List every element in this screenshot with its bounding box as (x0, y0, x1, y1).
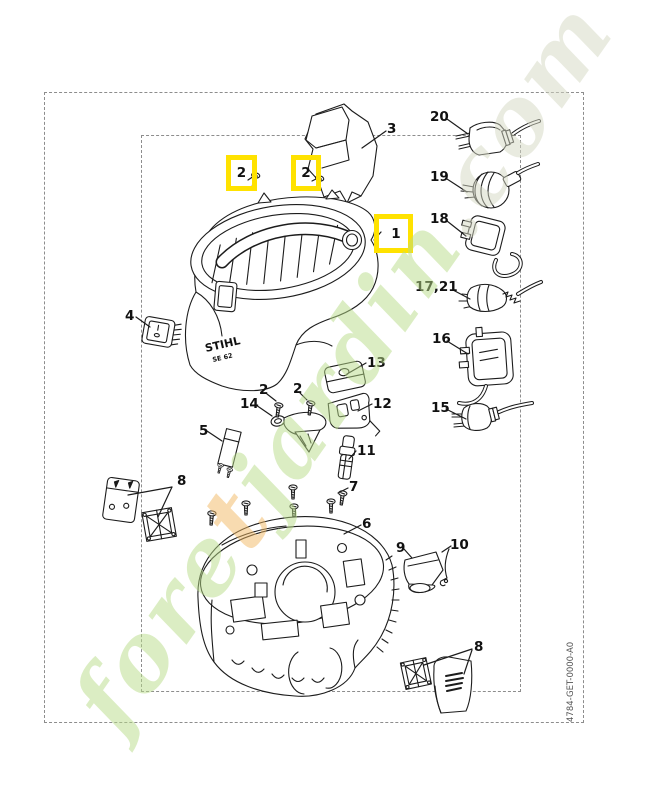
part-drawing-20-plug (455, 119, 541, 156)
part-drawing-5-strip (215, 428, 242, 479)
callout-14: 14 (240, 396, 259, 412)
part-drawing-12-bracket (327, 392, 381, 437)
callout-8-left: 8 (177, 473, 187, 489)
callout-2-screw-a: 2 (259, 382, 269, 398)
callout-18: 18 (430, 211, 449, 227)
callout-12: 12 (373, 396, 392, 412)
part-drawing-11-spindle (337, 435, 356, 480)
callout-2-screw-b: 2 (293, 381, 303, 397)
part-drawing-4-switch (141, 316, 182, 348)
part-drawing-14-lever (270, 411, 327, 453)
callout-8-right: 8 (474, 639, 484, 655)
part-drawing-17-21-plug (458, 280, 543, 313)
highlight-label: 2 (236, 165, 247, 181)
highlight-label: 1 (391, 225, 401, 242)
callout-13: 13 (367, 355, 386, 371)
highlight-label: 2 (301, 165, 311, 181)
outer-dashed-frame (44, 92, 584, 723)
part-drawing-18-plug (460, 215, 523, 279)
highlight-callout-1[interactable]: 1 (374, 214, 413, 253)
callout-9: 9 (396, 540, 406, 556)
part-drawing-6-bottom-housing (197, 516, 400, 697)
part-drawing-13-block (324, 360, 366, 394)
callout-3: 3 (387, 121, 397, 137)
callout-6: 6 (362, 516, 372, 532)
screw-2c (272, 401, 284, 418)
part-drawing-15-plug (451, 401, 534, 431)
callout-15: 15 (431, 400, 450, 416)
callout-10: 10 (450, 537, 469, 553)
highlight-callout-2-left[interactable]: 2 (226, 155, 257, 191)
highlight-callout-2-right[interactable]: 2 (291, 155, 321, 191)
callout-16: 16 (432, 331, 451, 347)
part-drawing-8-right (399, 656, 473, 714)
part-drawing-9-flap (403, 551, 444, 594)
leader-lines (127, 118, 473, 675)
part-drawing-10-spring (439, 548, 450, 587)
part-drawing-16-plug (457, 326, 514, 406)
callout-7: 7 (349, 479, 359, 495)
part-drawing-19-plug (460, 162, 540, 209)
callout-11: 11 (357, 443, 376, 459)
callout-5: 5 (199, 423, 209, 439)
callout-20: 20 (430, 109, 449, 125)
callout-4: 4 (125, 308, 135, 324)
part-drawing-1-top-housing: STIHL SE 62 (185, 189, 379, 392)
drawing-number: 4784-GET-0000-A0 (566, 641, 576, 722)
callout-19: 19 (430, 169, 449, 185)
part-drawing-8-left (102, 476, 177, 542)
callout-17-21: 17,21 (415, 279, 458, 295)
